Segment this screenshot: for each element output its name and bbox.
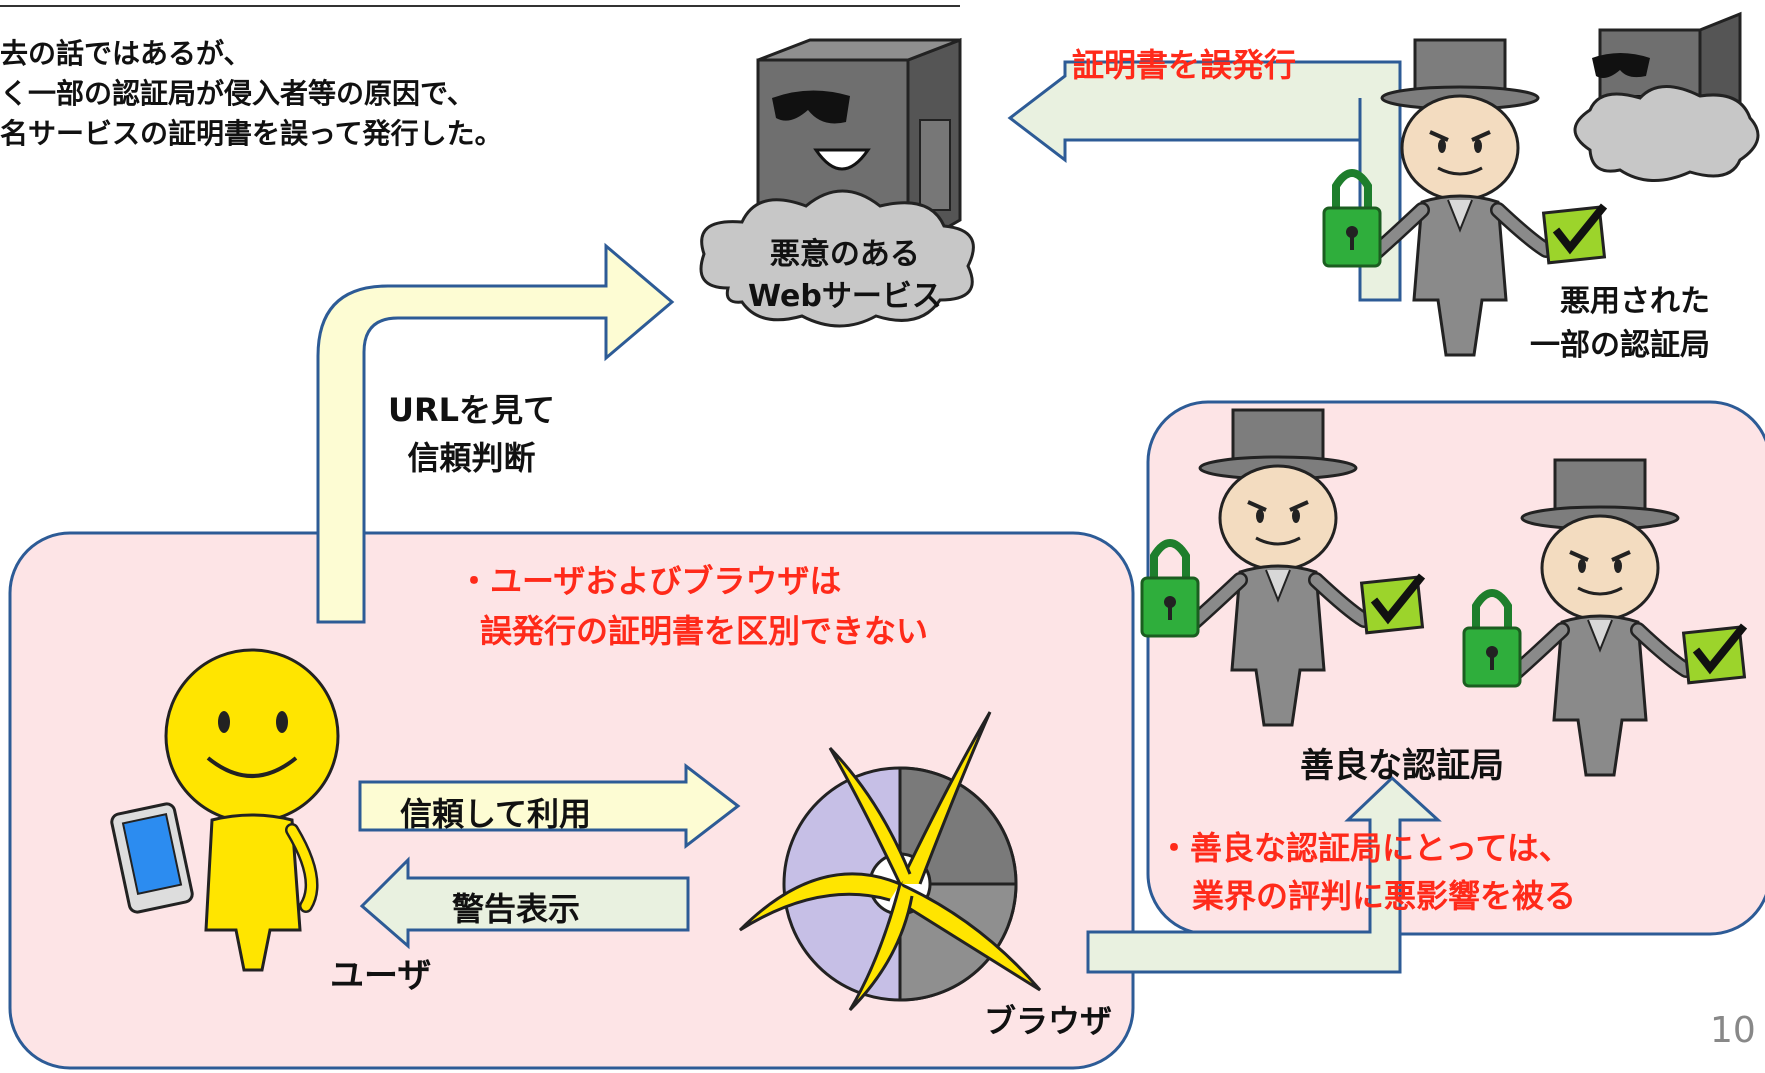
- url-trust-arrow: [316, 242, 675, 624]
- warning-label: 警告表示: [452, 890, 581, 928]
- abused-ca-line-1: 悪用された: [1560, 284, 1710, 319]
- page-number: 10: [1710, 1010, 1756, 1051]
- intro-line-3: 名サービスの証明書を誤って発行した。: [0, 117, 503, 150]
- abused-ca-line-2: 一部の認証局: [1530, 328, 1710, 363]
- user-smiley-icon: [164, 648, 340, 972]
- trust-use-arrow: [358, 762, 741, 850]
- intro-line-2: く一部の認証局が侵入者等の原因で、: [0, 77, 475, 110]
- intro-text: 去の話ではあるが、 く一部の認証局が侵入者等の原因で、 名サービスの証明書を誤っ…: [0, 34, 503, 154]
- good-ca-note-line-1: ・善良な認証局にとっては、: [1158, 829, 1571, 867]
- browser-to-ca-arrow: [1086, 775, 1442, 974]
- trust-use-label: 信頼して利用: [400, 795, 592, 833]
- user-box-note-line-2: 誤発行の証明書を区別できない: [480, 612, 929, 650]
- url-trust-line-2: 信頼判断: [407, 439, 536, 477]
- malicious-service-line-2: Webサービス: [748, 279, 942, 314]
- user-label: ユーザ: [330, 956, 432, 996]
- misissue-arrow: [1007, 60, 1402, 302]
- malicious-cloud-icon: [699, 189, 975, 328]
- warning-arrow: [359, 856, 690, 950]
- user-box-note: ・ユーザおよびブラウザは 誤発行の証明書を区別できない: [458, 556, 928, 656]
- browser-label: ブラウザ: [984, 1002, 1113, 1040]
- url-trust-label: URLを見て 信頼判断: [388, 386, 555, 482]
- good-ca-label: 善良な認証局: [1300, 746, 1504, 786]
- tablet-icon: [110, 802, 194, 914]
- user-box-note-line-1: ・ユーザおよびブラウザは: [458, 562, 842, 600]
- abused-ca-label: 悪用された 一部の認証局: [1530, 280, 1710, 368]
- malicious-service-line-1: 悪意のある: [769, 237, 920, 272]
- intro-line-1: 去の話ではあるが、: [0, 37, 252, 70]
- misissue-label: 証明書を誤発行: [1072, 46, 1297, 84]
- url-trust-line-1: URLを見て: [388, 391, 556, 429]
- malicious-service-label: 悪意のある Webサービス: [748, 234, 942, 318]
- good-ca-note: ・善良な認証局にとっては、 業界の評判に悪影響を被る: [1158, 824, 1576, 920]
- abused-ca-server-icon: [1573, 11, 1760, 182]
- good-ca-note-line-2: 業界の評判に悪影響を被る: [1192, 877, 1577, 915]
- browser-orb-icon: [738, 711, 1042, 1012]
